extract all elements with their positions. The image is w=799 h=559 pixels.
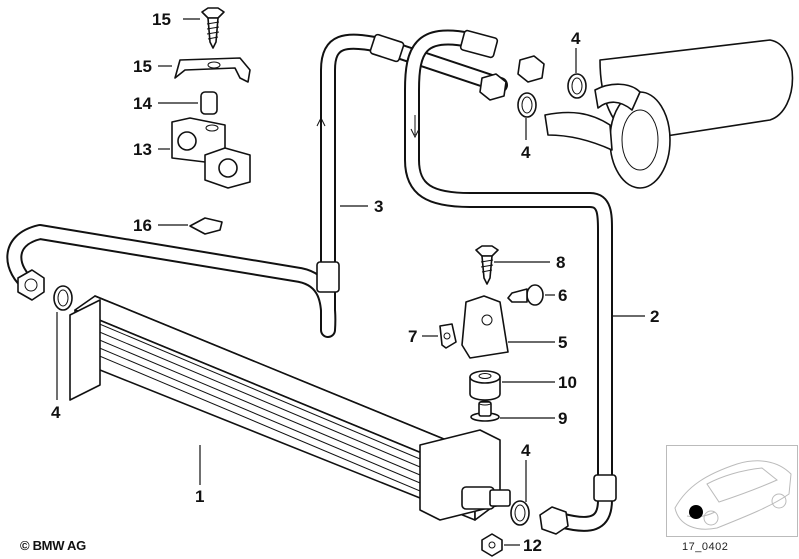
screw[interactable] (507, 284, 544, 306)
leader-lines (56, 18, 645, 546)
callout-14[interactable]: 15 (133, 57, 152, 76)
flow-arrow-up-icon (316, 116, 326, 140)
callout-5[interactable]: 5 (558, 333, 567, 352)
figure-code: 17_0402 (682, 541, 729, 553)
callout-16[interactable]: 16 (133, 216, 152, 235)
spacer[interactable] (200, 91, 218, 115)
oil-line-2[interactable] (404, 29, 617, 535)
flow-arrow-down-icon (410, 115, 420, 139)
sealing-ring[interactable] (510, 500, 530, 526)
callout-11[interactable]: 12 (523, 536, 542, 555)
callout-4-bottom[interactable]: 4 (521, 441, 531, 460)
screw[interactable] (475, 245, 499, 285)
clip-nut[interactable] (439, 323, 457, 349)
pipe-holder[interactable] (171, 117, 251, 189)
sealing-ring[interactable] (53, 285, 73, 311)
oil-line-3[interactable] (6, 33, 508, 338)
callout-10[interactable]: 8 (556, 253, 565, 272)
clip-nut[interactable] (189, 217, 223, 235)
location-thumbnail (666, 445, 798, 537)
callout-9[interactable]: 10 (558, 373, 577, 392)
callout-1[interactable]: 1 (195, 487, 204, 506)
car-outline-icon (674, 460, 792, 530)
callout-6[interactable]: 6 (558, 286, 567, 305)
hex-screw[interactable] (201, 7, 225, 49)
callout-2[interactable]: 2 (650, 307, 659, 326)
pipe-nut (17, 269, 45, 301)
callout-4-left[interactable]: 4 (51, 403, 61, 422)
callout-4-mid[interactable]: 4 (521, 143, 531, 162)
oil-filter-housing (544, 39, 794, 189)
bracket[interactable] (461, 295, 509, 359)
copyright-text: © BMW AG (20, 538, 86, 553)
sealing-ring[interactable] (517, 92, 537, 118)
location-marker-icon (689, 505, 703, 519)
callout-8[interactable]: 9 (558, 409, 567, 428)
callout-4-top[interactable]: 4 (571, 29, 581, 48)
callout-13[interactable]: 14 (133, 94, 152, 113)
holder-plate[interactable] (174, 57, 251, 83)
callout-3[interactable]: 3 (374, 197, 383, 216)
oil-cooler[interactable] (69, 295, 511, 521)
rubber-mounting[interactable] (469, 370, 501, 401)
callout-12[interactable]: 13 (133, 140, 152, 159)
callout-7[interactable]: 7 (408, 327, 417, 346)
callout-15[interactable]: 15 (152, 10, 171, 29)
nut[interactable] (481, 533, 503, 557)
sealing-ring[interactable] (567, 73, 587, 99)
sleeve[interactable] (470, 400, 500, 422)
